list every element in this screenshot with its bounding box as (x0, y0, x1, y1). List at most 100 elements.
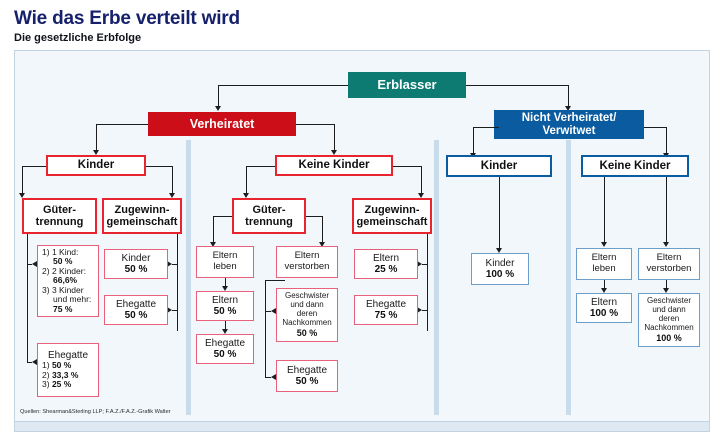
node-nicht-verheiratet-line2: Verwitwet (542, 124, 596, 137)
arrow-mnkg-eltern-verstorben (318, 242, 325, 247)
page-title: Wie das Erbe verteilt wird (14, 8, 240, 29)
edge-mnk-right-h (393, 166, 421, 167)
line2: und dann (290, 300, 324, 309)
node-married-keine-kinder[interactable]: Keine Kinder (275, 155, 393, 176)
value: 100 % (656, 332, 682, 343)
line4: Nachkommen (644, 322, 694, 332)
edge-mk-left-v (22, 166, 23, 193)
title: Eltern (590, 296, 618, 308)
arrow-root-unmarried (564, 106, 571, 111)
line3: deren (296, 308, 318, 318)
line2: leben (592, 263, 616, 274)
separator-1 (186, 140, 191, 415)
arrow-mkg-list (32, 260, 37, 267)
node-mk-guetertrennung[interactable]: Güter- trennung (22, 198, 97, 234)
node-nicht-verheiratet[interactable]: Nicht Verheiratet/ Verwitwet (494, 110, 644, 139)
leaf-mnkg-parents-alive: Eltern leben (196, 246, 254, 278)
leaf-mnkz-parents: Eltern 25 % (354, 249, 418, 279)
edge-mnkz-parents (422, 264, 427, 265)
edge-mnkg-b-h (306, 216, 322, 217)
leaf-mkz-children: Kinder 50 % (104, 249, 168, 279)
arrow-m-kinder (92, 150, 99, 155)
arrow-mnk-zugewinn (417, 193, 424, 198)
edge-unk-b (666, 177, 667, 242)
edge-mnk-left-v (246, 166, 247, 193)
separator-3 (566, 140, 571, 415)
sp-3-n: 3) (42, 379, 50, 390)
share-3-value: 75 % (53, 303, 73, 314)
edge-mk-left-h (22, 166, 46, 167)
arrow-mnkg-dead-2 (271, 373, 276, 380)
edge-u-keine-h (644, 127, 666, 128)
spouse-title: Ehegatte (47, 350, 89, 362)
edge-mkg-to-spouse (27, 362, 32, 363)
leaf-mnkg-alive-spouse: Ehegatte 50 % (196, 334, 254, 364)
arrow-mnkg-eltern-leben (209, 242, 216, 247)
node-mnk-guetertrennung[interactable]: Güter- trennung (232, 198, 306, 234)
edge-unk-dead-2 (666, 280, 667, 288)
leaf-mkz-spouse: Ehegatte 50 % (104, 295, 168, 325)
node-erblasser[interactable]: Erblasser (348, 72, 466, 98)
value: 50 % (124, 264, 148, 275)
label-line2: gemeinschaft (106, 216, 178, 228)
panel-footer-band (14, 422, 710, 432)
edge-mnkg-dead-bus (265, 280, 266, 377)
edge-mkg-bus (27, 234, 28, 362)
value: 75 % (374, 310, 398, 321)
edge-mnk-left-h (246, 166, 275, 167)
edge-mnkg-a-h (213, 216, 232, 217)
leaf-mnkg-parents-dead: Eltern verstorben (276, 246, 338, 278)
edge-root-married (218, 85, 348, 86)
share-1-case: 1 Kind: (51, 246, 79, 257)
edge-u-kinder-h (473, 127, 499, 128)
leaf-mkg-children-shares: 1) 1 Kind: 50 % 2) 2 Kinder: 66,6% 3) 3 … (37, 245, 99, 317)
value: 50 % (213, 349, 237, 360)
line2: verstorben (284, 261, 330, 272)
value: 25 % (374, 264, 398, 275)
line1: Eltern (294, 250, 320, 262)
value: 50 % (213, 306, 237, 317)
edge-mnkg-dead-2 (265, 377, 271, 378)
edge-mkg-to-list (27, 264, 32, 265)
arrow-m-keine (330, 150, 337, 155)
value: 100 % (485, 269, 515, 280)
node-unmarried-keine-kinder[interactable]: Keine Kinder (581, 155, 689, 177)
node-married-kinder[interactable]: Kinder (46, 155, 146, 176)
line2: verstorben (646, 263, 692, 274)
leaf-uk-result: Kinder 100 % (471, 253, 529, 285)
arrow-mnk-guetertrennung (242, 193, 249, 198)
edge-unk-a (604, 177, 605, 242)
edge-mnkg-b-v (322, 216, 323, 242)
label-line1: Zugewinn- (114, 203, 170, 216)
edge-u-keine-v (666, 127, 667, 153)
edge-mnkz-spouse (422, 310, 427, 311)
arrow-unk-eltern-verstorben (662, 242, 669, 247)
edge-m-keine-v (334, 124, 335, 150)
edge-mnkg-dead-top (265, 280, 285, 281)
share-2-case: 2 Kinder: (51, 265, 86, 276)
line1: Eltern (591, 252, 617, 264)
title: Ehegatte (204, 337, 246, 349)
leaf-mnkz-spouse: Ehegatte 75 % (354, 295, 418, 325)
arrow-mk-zugewinn (168, 193, 175, 198)
line4: Nachkommen (282, 317, 332, 327)
edge-root-unmarried-v (568, 85, 569, 106)
node-nicht-verheiratet-line1: Nicht Verheiratet/ (521, 111, 617, 124)
line2: und dann (652, 305, 686, 314)
line1: Eltern (212, 250, 238, 262)
title: Eltern (372, 252, 400, 264)
node-unmarried-kinder[interactable]: Kinder (446, 155, 552, 177)
label-line1: Güter- (43, 203, 76, 216)
edge-mnkz-bus (427, 234, 428, 331)
line1: Geschwister (646, 296, 691, 306)
edge-mnkg-a-v (213, 216, 214, 242)
node-verheiratet[interactable]: Verheiratet (148, 112, 296, 136)
title: Kinder (121, 252, 151, 264)
node-mnk-zugewinn[interactable]: Zugewinn- gemeinschaft (352, 198, 432, 234)
leaf-unk-dead-result: Geschwister und dann deren Nachkommen 10… (638, 293, 700, 347)
share-3-case2: und mehr: (53, 294, 92, 305)
diagram-panel (14, 50, 710, 422)
leaf-unk-alive-result: Eltern 100 % (576, 293, 632, 323)
node-mk-zugewinn[interactable]: Zugewinn- gemeinschaft (102, 198, 182, 234)
leaf-mnkg-alive-result: Eltern 50 % (196, 291, 254, 321)
